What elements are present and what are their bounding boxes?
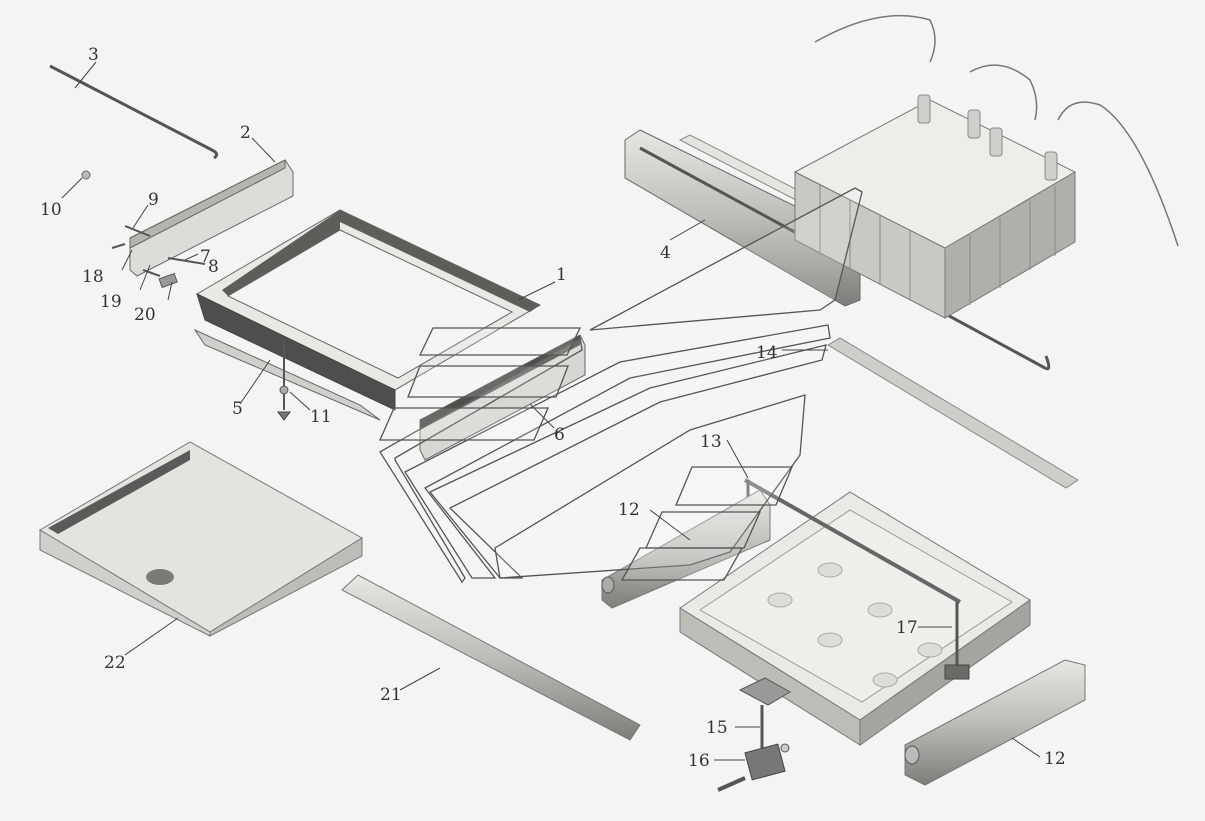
callout-21: 21 xyxy=(380,685,402,705)
callout-18: 18 xyxy=(82,267,104,287)
callout-22: 22 xyxy=(104,653,126,673)
part-12-rail-left xyxy=(601,489,771,609)
part-2-bracket xyxy=(129,159,294,277)
callout-11: 11 xyxy=(310,407,332,427)
callout-8: 8 xyxy=(208,257,219,277)
callout-1: 1 xyxy=(556,265,567,285)
parts-15-16-hardware xyxy=(717,677,792,792)
part-11-bolt xyxy=(277,340,291,421)
part-21-channel xyxy=(341,574,641,741)
callout-3: 3 xyxy=(88,45,99,65)
base-frame xyxy=(679,491,1031,746)
callout-6: 6 xyxy=(554,425,565,445)
callout-12-lower: 12 xyxy=(1044,749,1066,769)
callout-9: 9 xyxy=(148,190,159,210)
callout-15: 15 xyxy=(706,718,728,738)
part-3-rod xyxy=(49,64,219,160)
part-1-frame xyxy=(195,209,542,411)
callout-10: 10 xyxy=(40,200,62,220)
callout-13: 13 xyxy=(700,432,722,452)
callout-14: 14 xyxy=(756,343,778,363)
profile-outlines xyxy=(379,187,863,584)
callout-16: 16 xyxy=(688,751,710,771)
callout-17: 17 xyxy=(896,618,918,638)
part-12-rail-right xyxy=(904,659,1086,786)
right-strip xyxy=(827,337,1079,489)
callout-4: 4 xyxy=(660,243,671,263)
leader-lines xyxy=(61,61,1041,761)
fasteners-cluster xyxy=(111,225,206,289)
callout-7: 7 xyxy=(200,247,211,267)
part-5-strip xyxy=(193,328,381,421)
battery-block xyxy=(793,94,1077,319)
part-22-tray xyxy=(39,441,363,637)
callout-20: 20 xyxy=(134,305,156,325)
callout-12-upper: 12 xyxy=(618,500,640,520)
callout-labels: 3 2 10 9 7 8 18 19 20 1 5 11 6 4 14 13 1… xyxy=(40,45,1066,771)
callout-2: 2 xyxy=(240,123,251,143)
callout-5: 5 xyxy=(232,399,243,419)
part-10-ball xyxy=(81,170,91,180)
callout-19: 19 xyxy=(100,292,122,312)
cables xyxy=(814,15,1179,247)
